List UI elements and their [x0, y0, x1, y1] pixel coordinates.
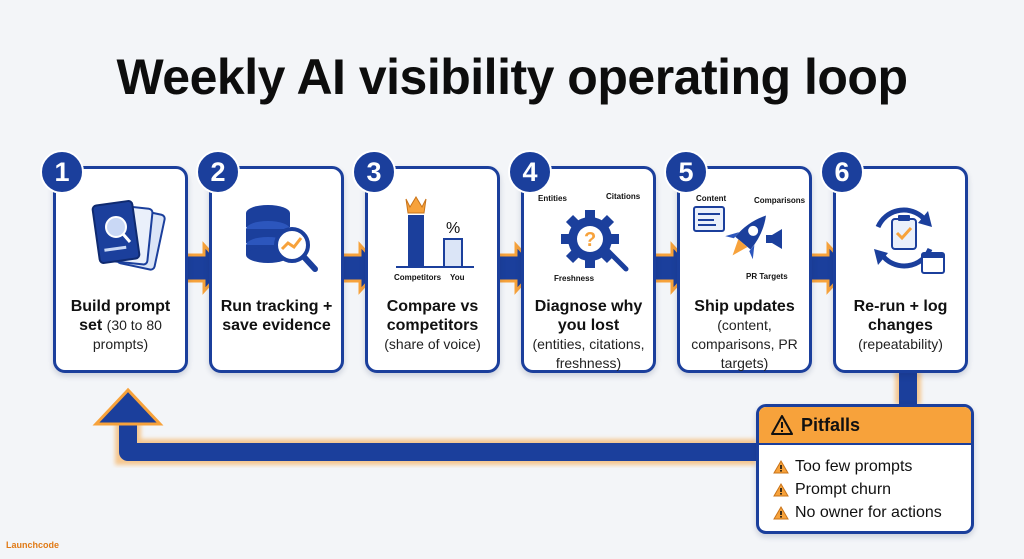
step-number-3: 3 — [352, 150, 396, 194]
gear-question-icon: ? Entities Citations Freshness — [530, 187, 653, 287]
step-number-1: 1 — [40, 150, 84, 194]
percent-label: % — [446, 220, 460, 237]
citations-label: Citations — [606, 192, 641, 201]
you-label: You — [450, 273, 465, 282]
step-card-3: % Competitors You Compare vs competitors… — [365, 166, 500, 373]
list-item: Prompt churn — [773, 478, 971, 501]
entities-label: Entities — [538, 194, 567, 203]
database-search-icon — [218, 187, 341, 287]
warning-icon — [773, 482, 789, 496]
brand-logo: Launchcode — [6, 540, 60, 550]
step-card-2: Run tracking + save evidence — [209, 166, 344, 373]
refresh-checklist-icon — [842, 187, 965, 287]
step-card-4: ? Entities Citations Freshness Diagnose … — [521, 166, 656, 373]
bar-comparison-icon: % Competitors You — [374, 187, 497, 287]
svg-text:?: ? — [584, 229, 596, 251]
list-item: Too few prompts — [773, 455, 971, 478]
step-4-subtitle: (entities, citations, freshness) — [532, 336, 645, 371]
pitfalls-title: Pitfalls — [801, 414, 861, 435]
rocket-launch-icon: Content Comparisons PR Targets — [686, 187, 809, 287]
pitfall-text: No owner for actions — [795, 503, 942, 521]
step-3-title: Compare vs competitors — [386, 298, 479, 334]
step-6-title: Re-run + log changes — [853, 298, 948, 334]
warning-icon — [771, 415, 793, 435]
step-card-6: Re-run + log changes (repeatability) — [833, 166, 968, 373]
step-2-title: Run tracking + save evidence — [220, 298, 333, 334]
pr-targets-label: PR Targets — [746, 272, 788, 281]
freshness-label: Freshness — [554, 274, 595, 283]
warning-icon — [773, 505, 789, 519]
step-card-5: Content Comparisons PR Targets Ship upda… — [677, 166, 812, 373]
competitors-label: Competitors — [394, 273, 442, 282]
step-1-title-cont: set — [79, 317, 103, 334]
step-1-subtitle: (30 to 80 prompts) — [92, 317, 162, 352]
step-number-2: 2 — [196, 150, 240, 194]
comparisons-label: Comparisons — [754, 196, 806, 205]
step-1-title: Build prompt — [70, 298, 171, 315]
step-number-4: 4 — [508, 150, 552, 194]
step-6-subtitle: (repeatability) — [858, 336, 943, 352]
content-label: Content — [696, 194, 727, 203]
diagram-title: Weekly AI visibility operating loop — [116, 49, 909, 105]
step-card-1: Build prompt set (30 to 80 prompts) — [53, 166, 188, 373]
step-number-5: 5 — [664, 150, 708, 194]
step-4-title: Diagnose why you lost — [534, 298, 643, 334]
pitfalls-list: Too few prompts Prompt churn No owner fo… — [759, 445, 971, 524]
pitfall-text: Too few prompts — [795, 457, 913, 475]
step-number-6: 6 — [820, 150, 864, 194]
prompt-cards-icon — [62, 187, 185, 287]
step-5-subtitle: (content, comparisons, PR targets) — [691, 317, 798, 371]
pitfall-text: Prompt churn — [795, 480, 892, 498]
step-3-subtitle: (share of voice) — [384, 336, 481, 352]
return-loop-arrow — [92, 372, 921, 465]
step-5-title: Ship updates — [694, 298, 795, 315]
warning-icon — [773, 459, 789, 473]
pitfalls-header: Pitfalls — [759, 407, 971, 445]
pitfalls-box: Pitfalls Too few prompts Prompt churn No… — [756, 404, 974, 534]
list-item: No owner for actions — [773, 501, 971, 524]
